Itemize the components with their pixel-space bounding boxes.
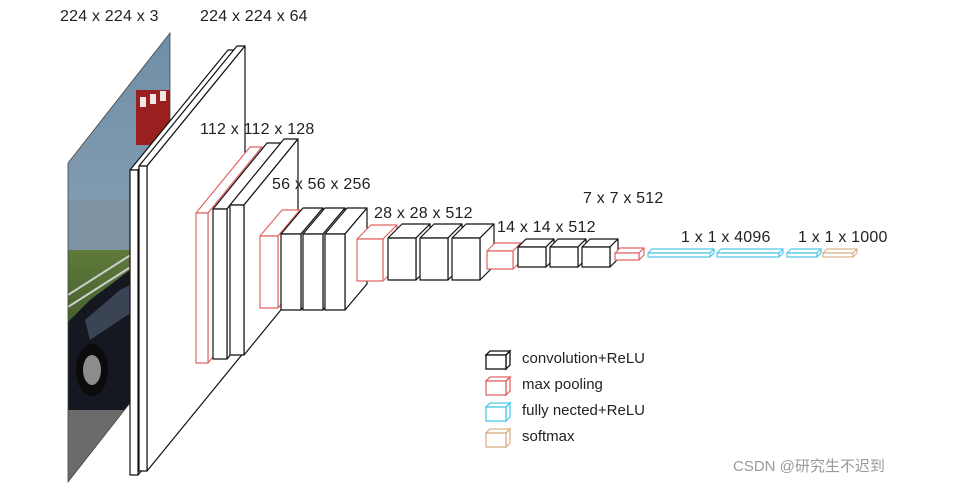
label-conv2: 112 x 112 x 128 [200,121,315,138]
legend-label-softmax: softmax [522,428,575,445]
pool4-block [486,242,522,270]
fc3-block [786,248,822,258]
watermark: CSDN @研究生不迟到 [733,458,885,475]
legend-label-fc: fully nected+ReLU [522,402,645,419]
legend-icon-conv [484,349,512,371]
legend-icon-fc [484,401,512,423]
legend-label-conv: convolution+ReLU [522,350,645,367]
legend-icon-softmax [484,427,512,449]
label-fc: 1 x 1 x 4096 [681,229,771,246]
conv3-c-block [324,207,368,311]
softmax-layer-block [822,248,858,258]
legend-icon-pool [484,375,512,397]
fc2-block [716,248,784,258]
label-pool5: 7 x 7 x 512 [583,190,664,207]
label-conv3: 56 x 56 x 256 [272,176,371,193]
label-conv5: 14 x 14 x 512 [497,219,596,236]
label-conv1: 224 x 224 x 64 [200,8,308,25]
conv5-a-block [517,238,555,268]
conv5-b-block [549,238,587,268]
label-conv4: 28 x 28 x 512 [374,205,473,222]
conv5-c-block [581,238,619,268]
fc1-block [647,248,715,258]
label-input: 224 x 224 x 3 [60,8,159,25]
legend-label-pool: max pooling [522,376,603,393]
pool5-block [614,247,645,261]
label-softmax: 1 x 1 x 1000 [798,229,888,246]
